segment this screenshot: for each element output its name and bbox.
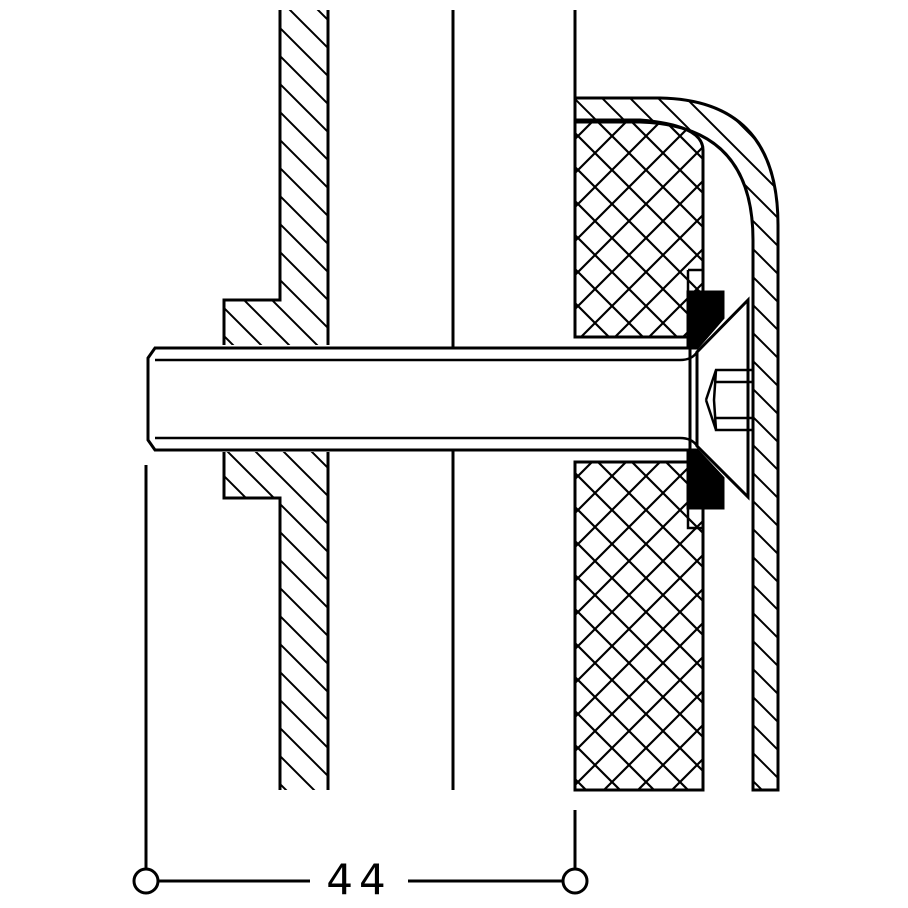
left-wall-section [222, 10, 330, 790]
bolt [146, 296, 754, 501]
outer-shell-section [573, 96, 780, 792]
dimension-line [132, 465, 589, 895]
hex-socket-icon [704, 368, 752, 432]
dimension-endpoint-icon [561, 867, 589, 895]
insulation-section [573, 118, 705, 792]
dimension-label: 44 [326, 855, 392, 904]
washers [686, 268, 725, 530]
dimension-endpoint-icon [132, 867, 160, 895]
